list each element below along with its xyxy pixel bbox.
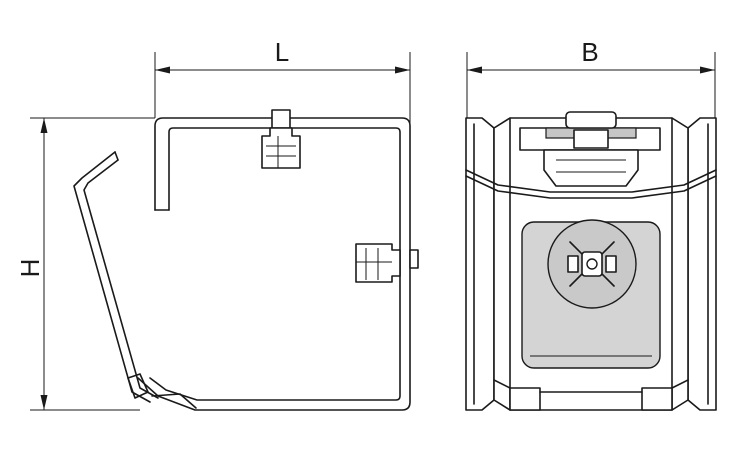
side-view	[73, 109, 419, 411]
side-clip	[355, 243, 419, 283]
cable-entry-panel	[521, 219, 661, 369]
width-label: B	[581, 37, 598, 67]
height-label: H	[15, 259, 45, 278]
top-fastener	[519, 111, 661, 187]
dimension-length: L	[154, 37, 411, 252]
bottom-clips	[493, 379, 689, 411]
cross-symbol-icon	[567, 241, 617, 287]
dimension-width: B	[466, 37, 716, 118]
front-view	[465, 111, 717, 411]
dimension-height: H	[15, 117, 155, 411]
top-clip	[261, 109, 301, 169]
length-label: L	[275, 37, 289, 67]
